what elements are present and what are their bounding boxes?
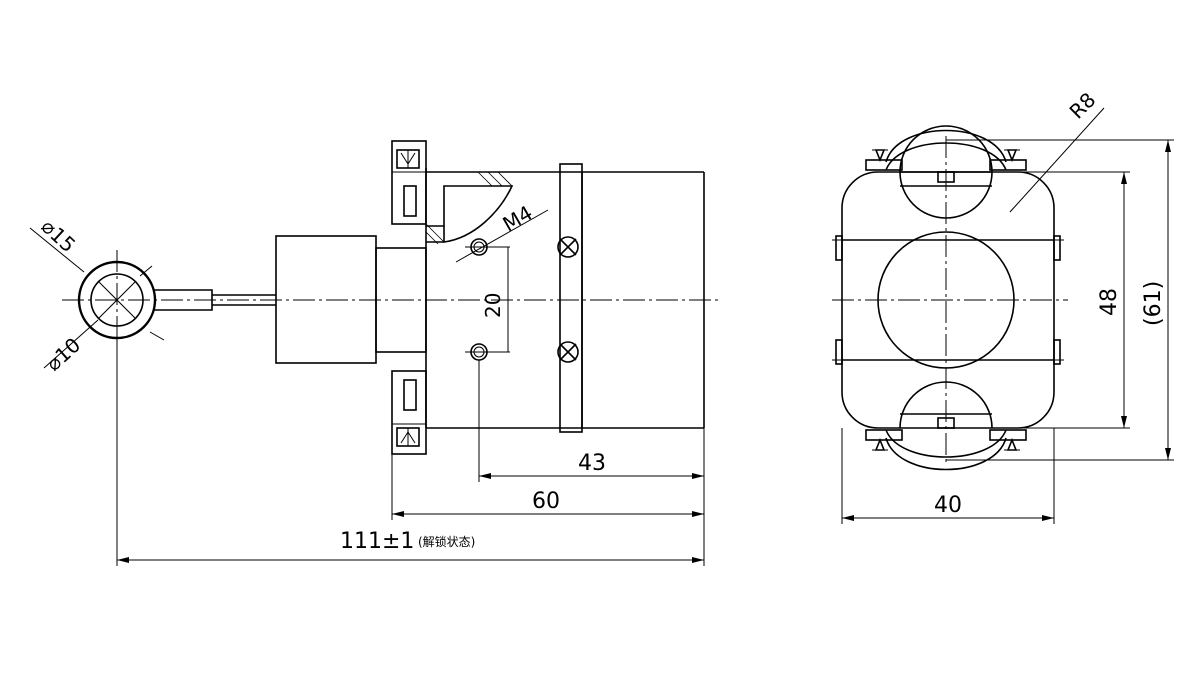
- central-boss: [877, 231, 1015, 369]
- dim-height-48: 48: [1010, 171, 1130, 429]
- lower-clamp: [865, 381, 1027, 471]
- dim-length-60: 60: [391, 454, 705, 520]
- mounting-flange: [391, 140, 427, 455]
- cable-eye-ring: [77, 260, 157, 340]
- dim-length-43-label: 43: [578, 451, 606, 476]
- front-view: R8 48 (61) 40: [832, 88, 1174, 524]
- dim-total-length-note: (解锁状态): [418, 534, 475, 549]
- main-body: [425, 163, 705, 433]
- upper-clamp: [865, 125, 1027, 219]
- dim-width-40: 40: [841, 428, 1055, 524]
- dim-height-48-label: 48: [1097, 288, 1122, 316]
- dim-eye-inner-label: ⌀10: [41, 333, 85, 376]
- dim-thread-label: M4: [499, 201, 537, 237]
- dim-height-61: (61): [946, 139, 1174, 461]
- side-view: ⌀15 ⌀10 M4 20 43: [29, 140, 718, 566]
- dim-height-61-label: (61): [1141, 281, 1166, 326]
- dim-radius: R8: [1009, 88, 1105, 213]
- dim-total-length-label: 111±1: [340, 529, 414, 554]
- wire-rope: [154, 289, 276, 311]
- cross-screws: [557, 236, 579, 363]
- dim-hole-spacing-label: 20: [481, 293, 505, 318]
- dim-width-40-label: 40: [934, 493, 962, 518]
- dim-thread: M4: [455, 201, 549, 263]
- dim-total-length: 111±1 (解锁状态): [116, 338, 705, 566]
- dim-hole-spacing: 20: [481, 247, 509, 352]
- dim-eye-outer-label: ⌀15: [37, 214, 81, 257]
- dim-length-43: 43: [478, 360, 705, 482]
- dim-eye-inner: ⌀10: [41, 319, 165, 376]
- dim-length-60-label: 60: [532, 489, 560, 514]
